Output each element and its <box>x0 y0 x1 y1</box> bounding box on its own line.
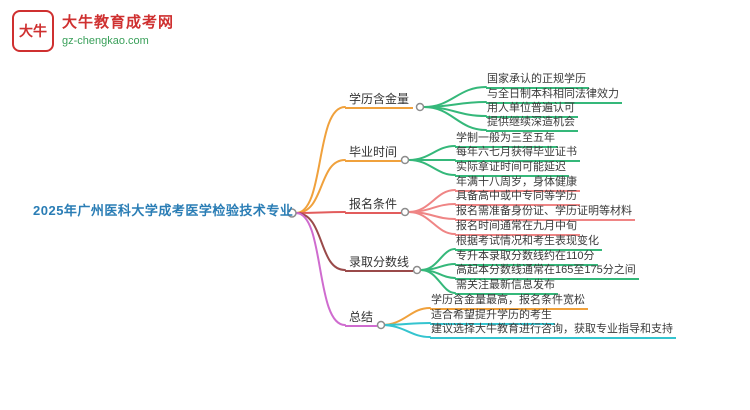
edge-b4-l3 <box>420 269 456 279</box>
branch-label-summary: 总结 <box>345 310 378 327</box>
root-node: 2025年广州医科大学成考医学检验技术专业 <box>33 203 294 218</box>
edge-b3-l4 <box>408 211 456 235</box>
leaf-node: 报名需准备身份证、学历证明等材料 <box>455 204 635 221</box>
site-name: 大牛教育成考网 <box>62 13 175 31</box>
leaf-node: 用人单位普遍认可 <box>486 101 578 118</box>
leaf-node: 需关注最新信息发布 <box>455 278 558 295</box>
branch-label-conditions: 报名条件 <box>345 197 402 214</box>
leaf-node: 提供继续深造机会 <box>486 115 578 132</box>
site-logo: 大牛 大牛教育成考网 gz-chengkao.com <box>12 10 174 52</box>
branch3-connector-dot <box>400 207 410 217</box>
branch5-connector-dot <box>376 320 386 330</box>
edge-b2-l1 <box>408 145 456 161</box>
branch-label-value: 学历含金量 <box>345 92 414 109</box>
leaf-node: 国家承认的正规学历 <box>486 72 589 89</box>
edge-root-branch3 <box>295 211 346 214</box>
leaf-node: 学历含金量最高，报名条件宽松 <box>430 293 588 310</box>
edge-root-branch1 <box>295 106 346 214</box>
leaf-node: 报名时间通常在九月中旬 <box>455 219 580 236</box>
leaf-node: 具备高中或中专同等学历 <box>455 189 580 206</box>
edge-root-branch5 <box>295 212 346 326</box>
edge-b4-l4 <box>420 269 456 294</box>
site-domain: gz-chengkao.com <box>62 34 149 47</box>
edge-b3-l1 <box>408 189 456 213</box>
branch1-connector-dot <box>415 102 425 112</box>
branch-label-graduation: 毕业时间 <box>345 145 402 162</box>
leaf-node: 专升本录取分数线约在110分 <box>455 249 598 266</box>
leaf-node: 建议选择大牛教育进行咨询，获取专业指导和支持 <box>430 322 676 339</box>
edge-b4-l1 <box>420 248 456 271</box>
edge-root-branch4 <box>295 212 346 271</box>
leaf-node: 与全日制本科相同法律效力 <box>486 87 622 104</box>
edge-b3-l2 <box>408 203 456 213</box>
branch4-connector-dot <box>412 265 422 275</box>
leaf-node: 根据考试情况和考生表现变化 <box>455 234 602 251</box>
leaf-node: 每年六七月获得毕业证书 <box>455 145 580 162</box>
edge-b1-l2 <box>423 101 487 108</box>
edge-b5-l3 <box>380 324 431 338</box>
leaf-node: 适合希望提升学历的考生 <box>430 308 555 325</box>
edge-b5-l1 <box>380 307 431 326</box>
edge-b1-l1 <box>423 86 487 108</box>
edge-b2-l3 <box>408 159 456 176</box>
leaf-node: 学制一般为三至五年 <box>455 131 558 148</box>
branch2-connector-dot <box>400 155 410 165</box>
edge-root-branch2 <box>295 159 346 214</box>
leaf-node: 高起本分数线通常在165至175分之间 <box>455 263 639 280</box>
edge-b4-l2 <box>420 263 456 271</box>
bull-logo-icon: 大牛 <box>12 10 54 52</box>
edge-b5-l2 <box>380 322 431 326</box>
edge-b3-l3 <box>408 211 456 220</box>
edge-b1-l4 <box>423 106 487 131</box>
branch-label-scores: 录取分数线 <box>345 255 414 272</box>
leaf-node: 实际拿证时间可能延迟 <box>455 160 569 177</box>
edge-b1-l3 <box>423 106 487 117</box>
leaf-node: 年满十八周岁，身体健康 <box>455 175 580 192</box>
